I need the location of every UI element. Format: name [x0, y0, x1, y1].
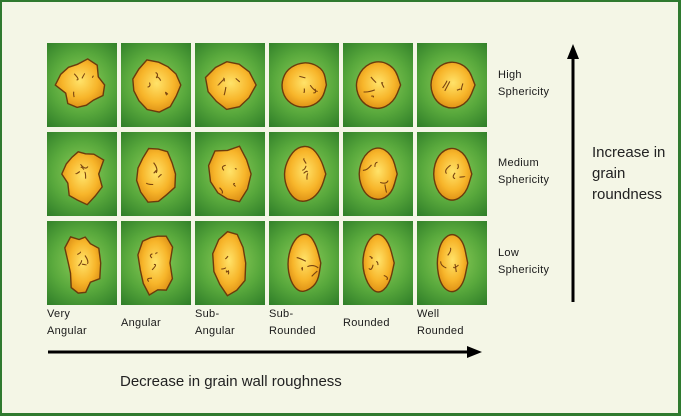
x-axis-arrowhead: [467, 346, 482, 358]
y-axis-arrowhead: [567, 44, 579, 59]
